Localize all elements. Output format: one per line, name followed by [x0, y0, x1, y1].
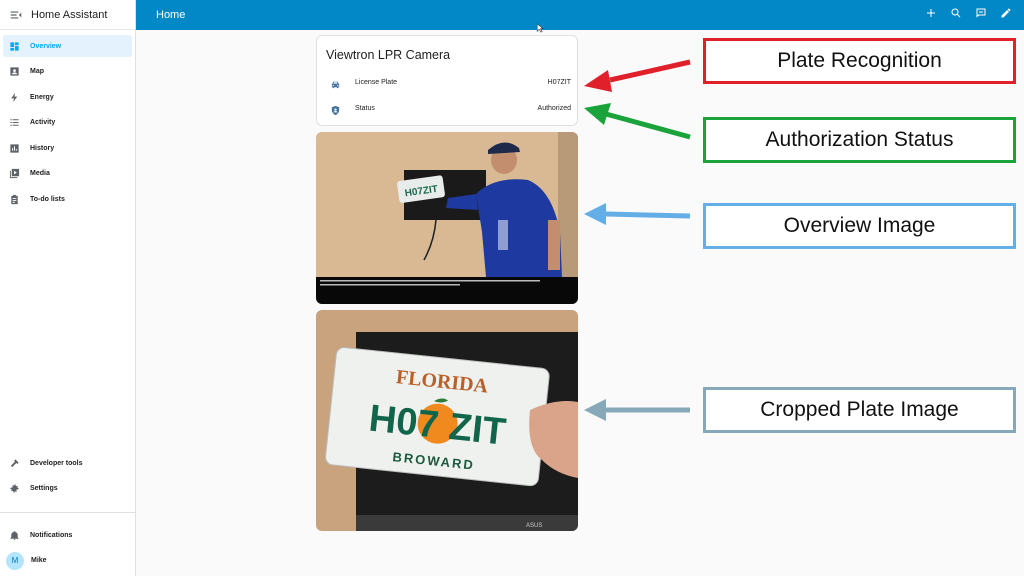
- license-plate-row[interactable]: License Plate H07ZIT: [317, 74, 579, 90]
- sidebar-item-map[interactable]: Map: [3, 61, 132, 83]
- sidebar-footer: Notifications M Mike: [0, 524, 136, 575]
- sidebar-item-activity[interactable]: Activity: [3, 112, 132, 134]
- toolbar-actions: [925, 0, 1012, 30]
- media-icon: [9, 168, 20, 179]
- sidebar-item-media[interactable]: Media: [3, 163, 132, 185]
- sidebar-item-notifications[interactable]: Notifications: [3, 524, 133, 546]
- bell-icon: [9, 530, 20, 541]
- sidebar-item-label: Media: [30, 170, 50, 178]
- cropped-plate-image: ASUS FLORIDA H07 ZIT BROWARD: [316, 310, 578, 531]
- annotation-plate-recognition: Plate Recognition: [703, 38, 1016, 84]
- sidebar-item-overview[interactable]: Overview: [3, 35, 132, 57]
- overview-image: H07ZIT: [316, 132, 578, 304]
- edit-icon[interactable]: [1000, 6, 1012, 24]
- sidebar-divider: [0, 512, 136, 513]
- user-name: Mike: [31, 557, 47, 565]
- assist-icon[interactable]: [975, 6, 987, 24]
- sidebar-item-developer-tools[interactable]: Developer tools: [3, 452, 133, 474]
- sidebar-item-energy[interactable]: Energy: [3, 86, 132, 108]
- sidebar-item-history[interactable]: History: [3, 137, 132, 159]
- search-icon[interactable]: [950, 6, 962, 24]
- clipboard-icon: [9, 194, 20, 205]
- sidebar-item-user[interactable]: M Mike: [3, 550, 133, 572]
- status-value: Authorized: [537, 104, 571, 112]
- dashboard-icon: [9, 41, 20, 52]
- chart-icon: [9, 143, 20, 154]
- arrow-authorization-status: [584, 103, 691, 140]
- status-row[interactable]: Status Authorized: [317, 100, 579, 116]
- sidebar-header: Home Assistant: [0, 0, 135, 30]
- sidebar-nav: Overview Map Energy Activity History Med…: [0, 30, 135, 211]
- car-icon: [330, 77, 341, 88]
- sidebar-item-settings[interactable]: Settings: [3, 478, 133, 500]
- svg-text:H07ZIT: H07ZIT: [404, 184, 439, 200]
- sidebar-item-label: Map: [30, 68, 44, 76]
- mouse-cursor-icon: [536, 23, 544, 33]
- cropped-plate-image-card[interactable]: ASUS FLORIDA H07 ZIT BROWARD: [316, 310, 578, 531]
- sidebar-item-label: Developer tools: [30, 459, 83, 467]
- sidebar-bottom-nav: Developer tools Settings: [0, 452, 136, 503]
- sidebar-item-label: Activity: [30, 119, 56, 127]
- arrow-cropped-plate-image: [584, 399, 690, 421]
- card-title: Viewtron LPR Camera: [326, 48, 451, 62]
- lightning-icon: [9, 92, 20, 103]
- sidebar-item-label: Overview: [30, 42, 62, 50]
- gear-icon: [9, 483, 20, 494]
- annotation-authorization-status: Authorization Status: [703, 117, 1016, 163]
- map-icon: [9, 66, 20, 77]
- lpr-camera-card: Viewtron LPR Camera License Plate H07ZIT…: [316, 35, 578, 126]
- top-app-bar: Home: [136, 0, 1024, 30]
- tv-brand: ASUS: [526, 523, 542, 529]
- arrow-plate-recognition: [584, 59, 691, 92]
- sidebar-item-todo[interactable]: To-do lists: [3, 189, 132, 211]
- menu-collapse-icon[interactable]: [9, 8, 23, 22]
- list-icon: [9, 117, 20, 128]
- arrow-overview-image: [584, 203, 691, 225]
- sidebar-item-label: Settings: [30, 485, 58, 493]
- sidebar-item-label: Notifications: [30, 531, 73, 539]
- sidebar-item-label: To-do lists: [30, 196, 65, 204]
- hammer-icon: [9, 458, 20, 469]
- overview-image-card[interactable]: H07ZIT: [316, 132, 578, 304]
- app-title: Home Assistant: [31, 8, 108, 21]
- page-title: Home: [156, 9, 186, 21]
- license-plate-value: H07ZIT: [547, 78, 571, 86]
- sidebar-item-label: History: [30, 144, 55, 152]
- license-plate-label: License Plate: [355, 78, 398, 86]
- status-label: Status: [355, 104, 375, 112]
- avatar: M: [6, 551, 24, 570]
- sidebar-item-label: Energy: [30, 93, 54, 101]
- shield-icon: [330, 103, 341, 115]
- annotation-cropped-plate-image: Cropped Plate Image: [703, 387, 1016, 433]
- sidebar: Home Assistant Overview Map Energy Activ…: [0, 0, 136, 576]
- annotation-overview-image: Overview Image: [703, 203, 1016, 249]
- add-icon[interactable]: [925, 6, 937, 24]
